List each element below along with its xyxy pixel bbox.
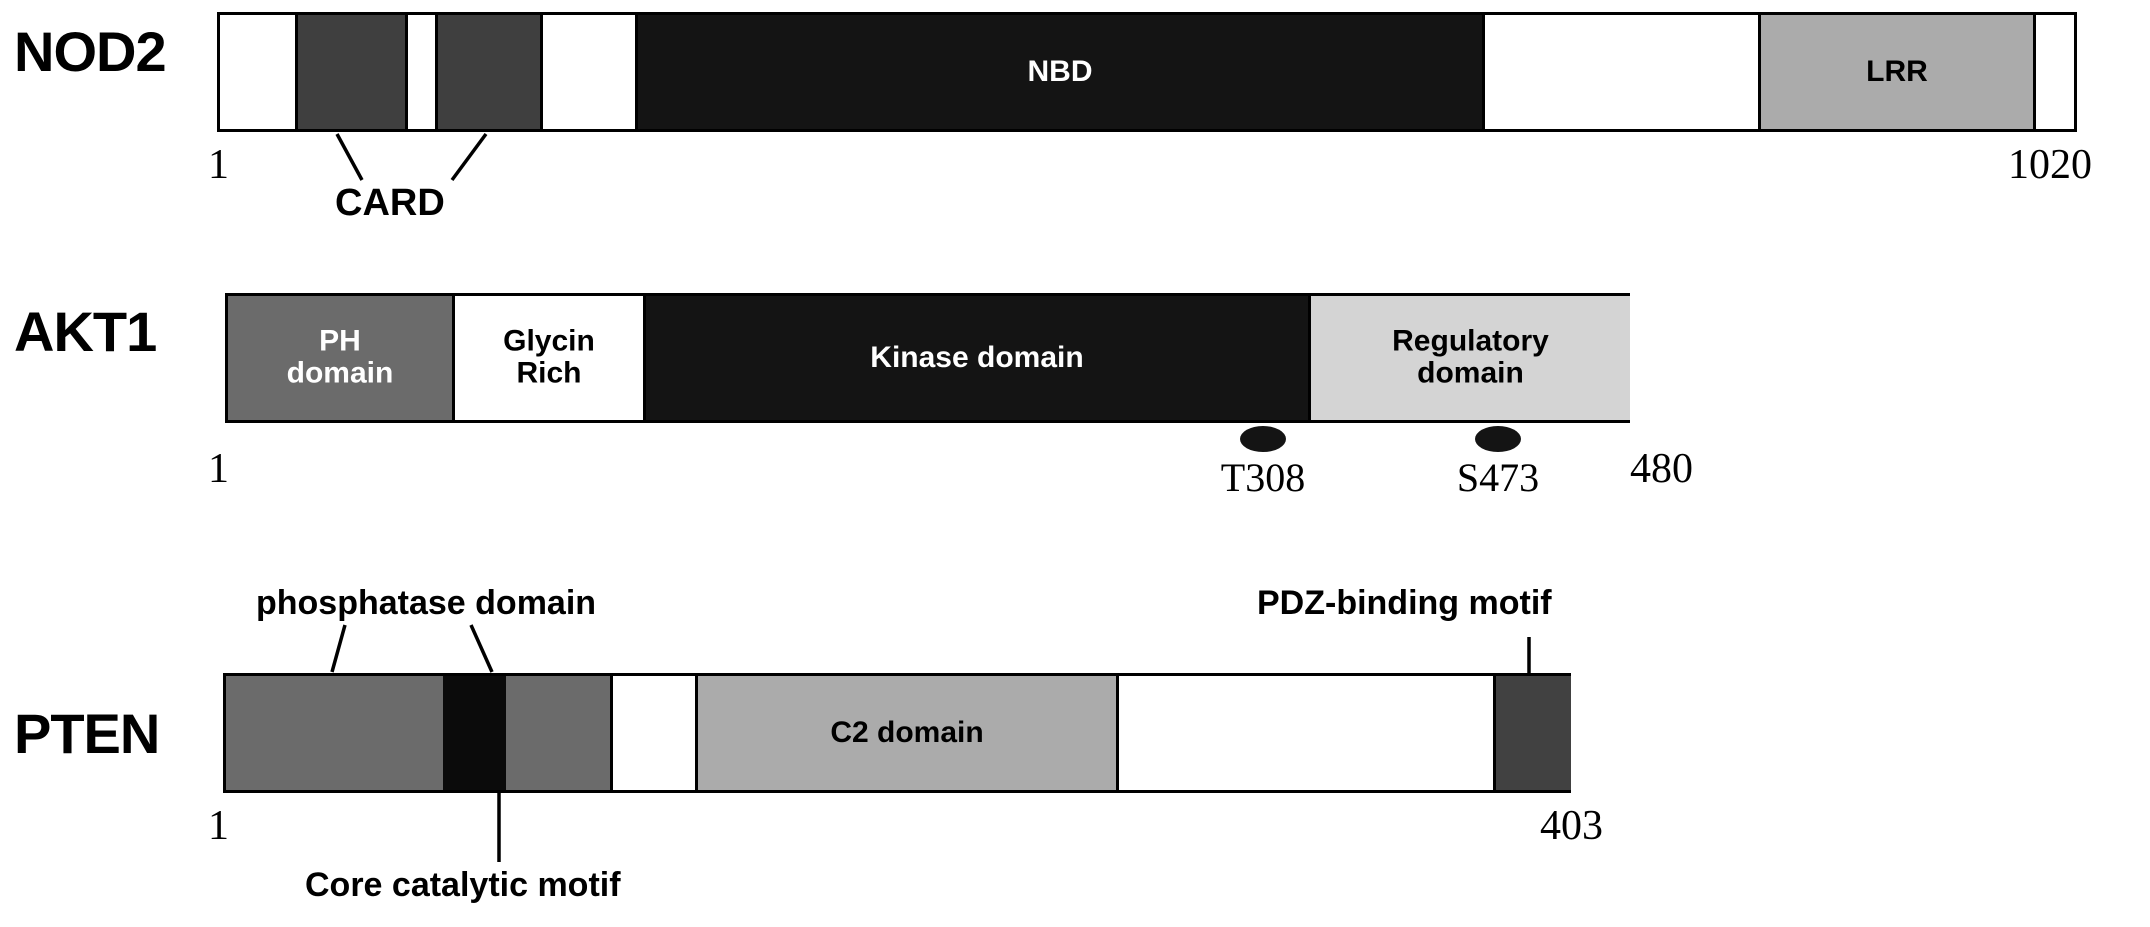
card-leader-right [450,132,488,182]
akt1-segment-regulatory-domain: Regulatory domain [1308,296,1630,420]
nod2-end-label: 1020 [2008,142,2092,188]
akt1-phospho-marker-t308 [1240,426,1286,452]
pten-segment-pdz-binding-motif [1493,676,1571,790]
akt1-segment-kinase-domain-label: Kinase domain [870,340,1084,374]
nod2-segment-lrr-label: LRR [1866,54,1928,88]
akt1-phospho-label-s473: S473 [1456,455,1540,500]
pten-annotation-pdz-binding-motif: PDZ-binding motif [1257,584,1552,622]
pten-annotation-phosphatase-domain: phosphatase domain [256,584,597,622]
akt1-segment-ph-domain: PH domain [228,296,455,420]
akt1-phospho-marker-s473 [1475,426,1521,452]
nod2-segment-nbd-label: NBD [1027,54,1093,88]
phosphatase-leader-left [330,624,347,673]
nod2-start-label: 1 [208,142,229,188]
nod2-segment-nbd: NBD [635,15,1485,129]
pten-segment-c2-domain: C2 domain [698,676,1116,790]
protein-label-pten: PTEN [14,702,160,765]
pten-end-label: 403 [1540,803,1603,849]
akt1-segment-kinase-domain: Kinase domain [646,296,1308,420]
akt1-segment-glycin-rich-label: Glycin Rich [503,324,595,390]
akt1-phospho-label-t308: T308 [1220,455,1306,500]
akt1-start-label: 1 [208,446,229,492]
pten-segment-core-catalytic-motif [443,676,506,790]
pten-start-label: 1 [208,803,229,849]
pten-segment-tail [1116,676,1493,790]
akt1-segment-ph-domain-label: PH domain [286,324,394,390]
akt1-segment-glycin-rich: Glycin Rich [455,296,646,420]
akt1-segment-regulatory-domain-label: Regulatory domain [1392,324,1549,390]
akt1-end-label: 480 [1630,446,1693,492]
nod2-annotation-card: CARD [335,182,445,224]
pten-segment-phosphatase-b [506,676,610,790]
pten-segment-linker [610,676,698,790]
nod2-segment-card-2 [435,15,543,129]
phosphatase-leader-right [469,624,494,673]
nod2-domain-bar: NBD LRR [217,12,2077,132]
protein-label-nod2: NOD2 [14,20,167,83]
akt1-domain-bar: PH domain Glycin Rich Kinase domain Regu… [225,293,1630,423]
nod2-segment-lrr: LRR [1758,15,2036,129]
protein-label-akt1: AKT1 [14,300,157,363]
nod2-segment-card-1 [295,15,408,129]
pten-segment-phosphatase-a [226,676,443,790]
pten-segment-c2-domain-label: C2 domain [830,715,984,749]
card-leader-left [335,133,364,181]
pten-annotation-core-catalytic-motif: Core catalytic motif [305,866,621,904]
pten-domain-bar: C2 domain [223,673,1571,793]
